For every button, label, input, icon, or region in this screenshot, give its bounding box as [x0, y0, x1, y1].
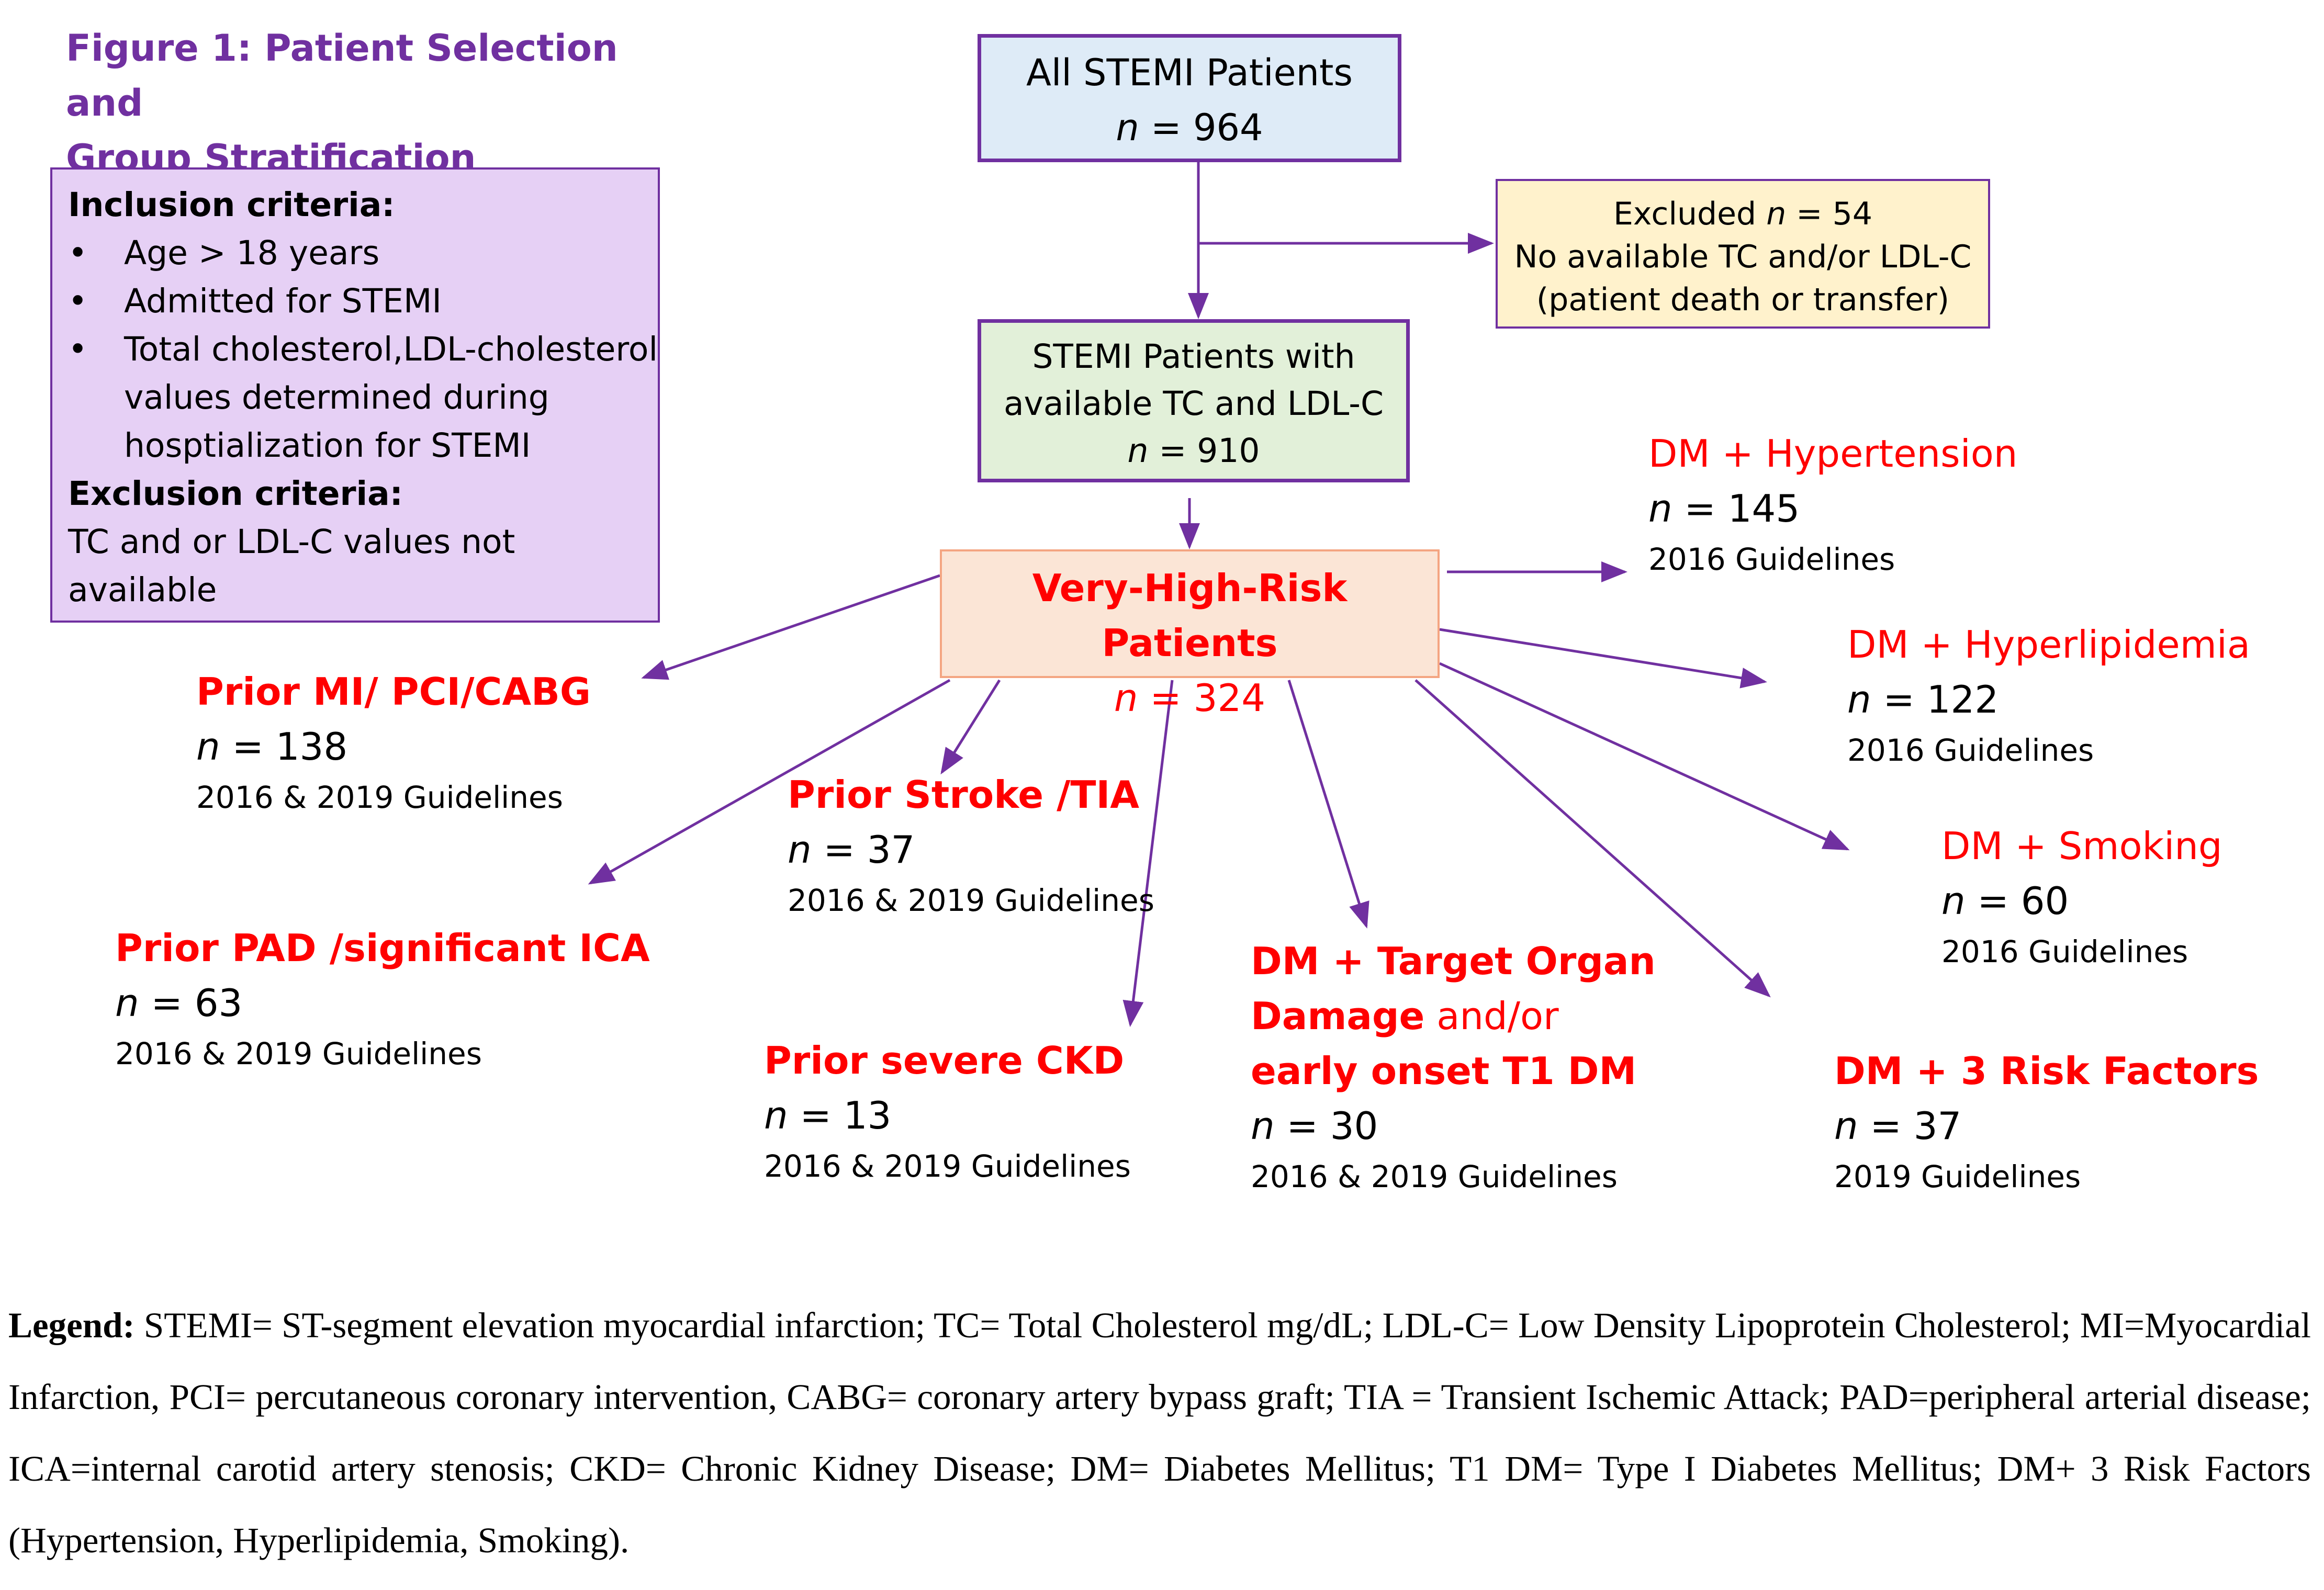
group-count: n = 30	[1251, 1104, 1378, 1148]
group-dm-hyperlipidemia: DM + Hyperlipidemia n = 122 2016 Guideli…	[1847, 617, 2250, 773]
group-guidelines: 2016 & 2019 Guidelines	[1251, 1159, 1618, 1194]
available-count: n = 910	[1127, 432, 1260, 470]
arrow-to-dm-hyperlipidemia	[1439, 628, 1767, 689]
group-guidelines: 2016 & 2019 Guidelines	[788, 883, 1154, 918]
group-guidelines: 2016 Guidelines	[1941, 934, 2188, 969]
inclusion-item: Age > 18 years	[68, 229, 658, 277]
inclusion-heading: Inclusion criteria:	[68, 186, 395, 224]
group-count: n = 60	[1941, 879, 2069, 923]
all-stemi-label: All STEMI Patients	[1026, 51, 1353, 94]
group-dm-target-organ: DM + Target Organ Damage and/or early on…	[1251, 934, 1656, 1200]
arrow-to-dm-target-organ	[1287, 680, 1369, 929]
exclusion-text: TC and or LDL-C values not available	[68, 523, 515, 609]
very-high-risk-count: n = 324	[1114, 676, 1266, 720]
group-guidelines: 2016 & 2019 Guidelines	[196, 780, 563, 815]
group-name-line-3: early onset T1 DM	[1251, 1049, 1637, 1093]
group-guidelines: 2016 & 2019 Guidelines	[115, 1036, 482, 1072]
inclusion-item: Admitted for STEMI	[68, 277, 658, 325]
arrow-to-dm-smoking	[1439, 662, 1850, 851]
group-guidelines: 2016 Guidelines	[1648, 542, 1895, 577]
exclusion-heading: Exclusion criteria:	[68, 475, 403, 513]
group-name: Prior PAD /significant ICA	[115, 926, 650, 970]
group-name: DM + 3 Risk Factors	[1834, 1049, 2259, 1093]
all-stemi-count: n = 964	[1116, 106, 1263, 149]
group-count: n = 63	[115, 981, 243, 1025]
group-name: Prior MI/ PCI/CABG	[196, 670, 591, 714]
group-name-line-1: DM + Target Organ	[1251, 939, 1656, 983]
group-count: n = 13	[764, 1093, 892, 1137]
excluded-box: Excluded n = 54 No available TC and/or L…	[1496, 179, 1990, 329]
inclusion-item: Total cholesterol,LDL-cholesterol values…	[68, 325, 658, 470]
available-line-2: available TC and LDL-C	[1003, 385, 1384, 423]
group-guidelines: 2019 Guidelines	[1834, 1159, 2081, 1194]
group-name: Prior Stroke /TIA	[788, 773, 1140, 817]
group-count: n = 122	[1847, 678, 1999, 721]
available-tc-ldl-box: STEMI Patients with available TC and LDL…	[978, 319, 1410, 482]
arrow-to-prior-stroke	[940, 679, 1001, 775]
arrow-to-prior-mi	[641, 574, 940, 680]
group-dm-3-risk-factors: DM + 3 Risk Factors n = 37 2019 Guidelin…	[1834, 1044, 2259, 1200]
group-name: Prior severe CKD	[764, 1039, 1125, 1082]
inclusion-list: Age > 18 years Admitted for STEMI Total …	[68, 229, 658, 470]
group-prior-pad: Prior PAD /significant ICA n = 63 2016 &…	[115, 921, 650, 1077]
group-count: n = 37	[788, 828, 915, 872]
very-high-risk-label: Very-High-Risk Patients	[1032, 566, 1348, 665]
all-stemi-box: All STEMI Patients n = 964	[978, 34, 1401, 162]
group-dm-smoking: DM + Smoking n = 60 2016 Guidelines	[1941, 819, 2222, 975]
group-name: DM + Smoking	[1941, 824, 2222, 868]
group-name: DM + Hyperlipidemia	[1847, 623, 2250, 667]
excluded-count: Excluded n = 54	[1613, 196, 1872, 232]
group-count: n = 37	[1834, 1104, 1962, 1148]
very-high-risk-box: Very-High-Risk Patients n = 324	[940, 549, 1440, 720]
figure-title-line-1: Figure 1: Patient Selection and	[66, 27, 618, 125]
excluded-reason-detail: (patient death or transfer)	[1536, 281, 1950, 318]
arrow-to-prior-pad	[588, 679, 951, 885]
group-prior-ckd: Prior severe CKD n = 13 2016 & 2019 Guid…	[764, 1033, 1131, 1189]
group-dm-hypertension: DM + Hypertension n = 145 2016 Guideline…	[1648, 426, 2017, 582]
arrow-to-prior-ckd	[1122, 680, 1174, 1027]
legend: Legend: STEMI= ST-segment elevation myoc…	[8, 1290, 2311, 1576]
group-name: DM + Hypertension	[1648, 432, 2018, 476]
figure-title: Figure 1: Patient Selection and Group St…	[66, 21, 694, 186]
group-count: n = 138	[196, 725, 348, 769]
criteria-box: Inclusion criteria: Age > 18 years Admit…	[50, 167, 660, 623]
group-guidelines: 2016 Guidelines	[1847, 732, 2094, 768]
group-guidelines: 2016 & 2019 Guidelines	[764, 1148, 1131, 1184]
group-prior-stroke: Prior Stroke /TIA n = 37 2016 & 2019 Gui…	[788, 768, 1154, 923]
group-count: n = 145	[1648, 487, 1800, 531]
excluded-reason: No available TC and/or LDL-C	[1514, 239, 1972, 275]
group-name-line-2: Damage and/or	[1251, 994, 1559, 1038]
legend-text: STEMI= ST-segment elevation myocardial i…	[8, 1305, 2311, 1560]
arrow-to-dm-3-risk	[1414, 679, 1771, 998]
available-line-1: STEMI Patients with	[1032, 337, 1355, 376]
legend-heading: Legend:	[8, 1305, 135, 1345]
group-prior-mi: Prior MI/ PCI/CABG n = 138 2016 & 2019 G…	[196, 664, 591, 820]
